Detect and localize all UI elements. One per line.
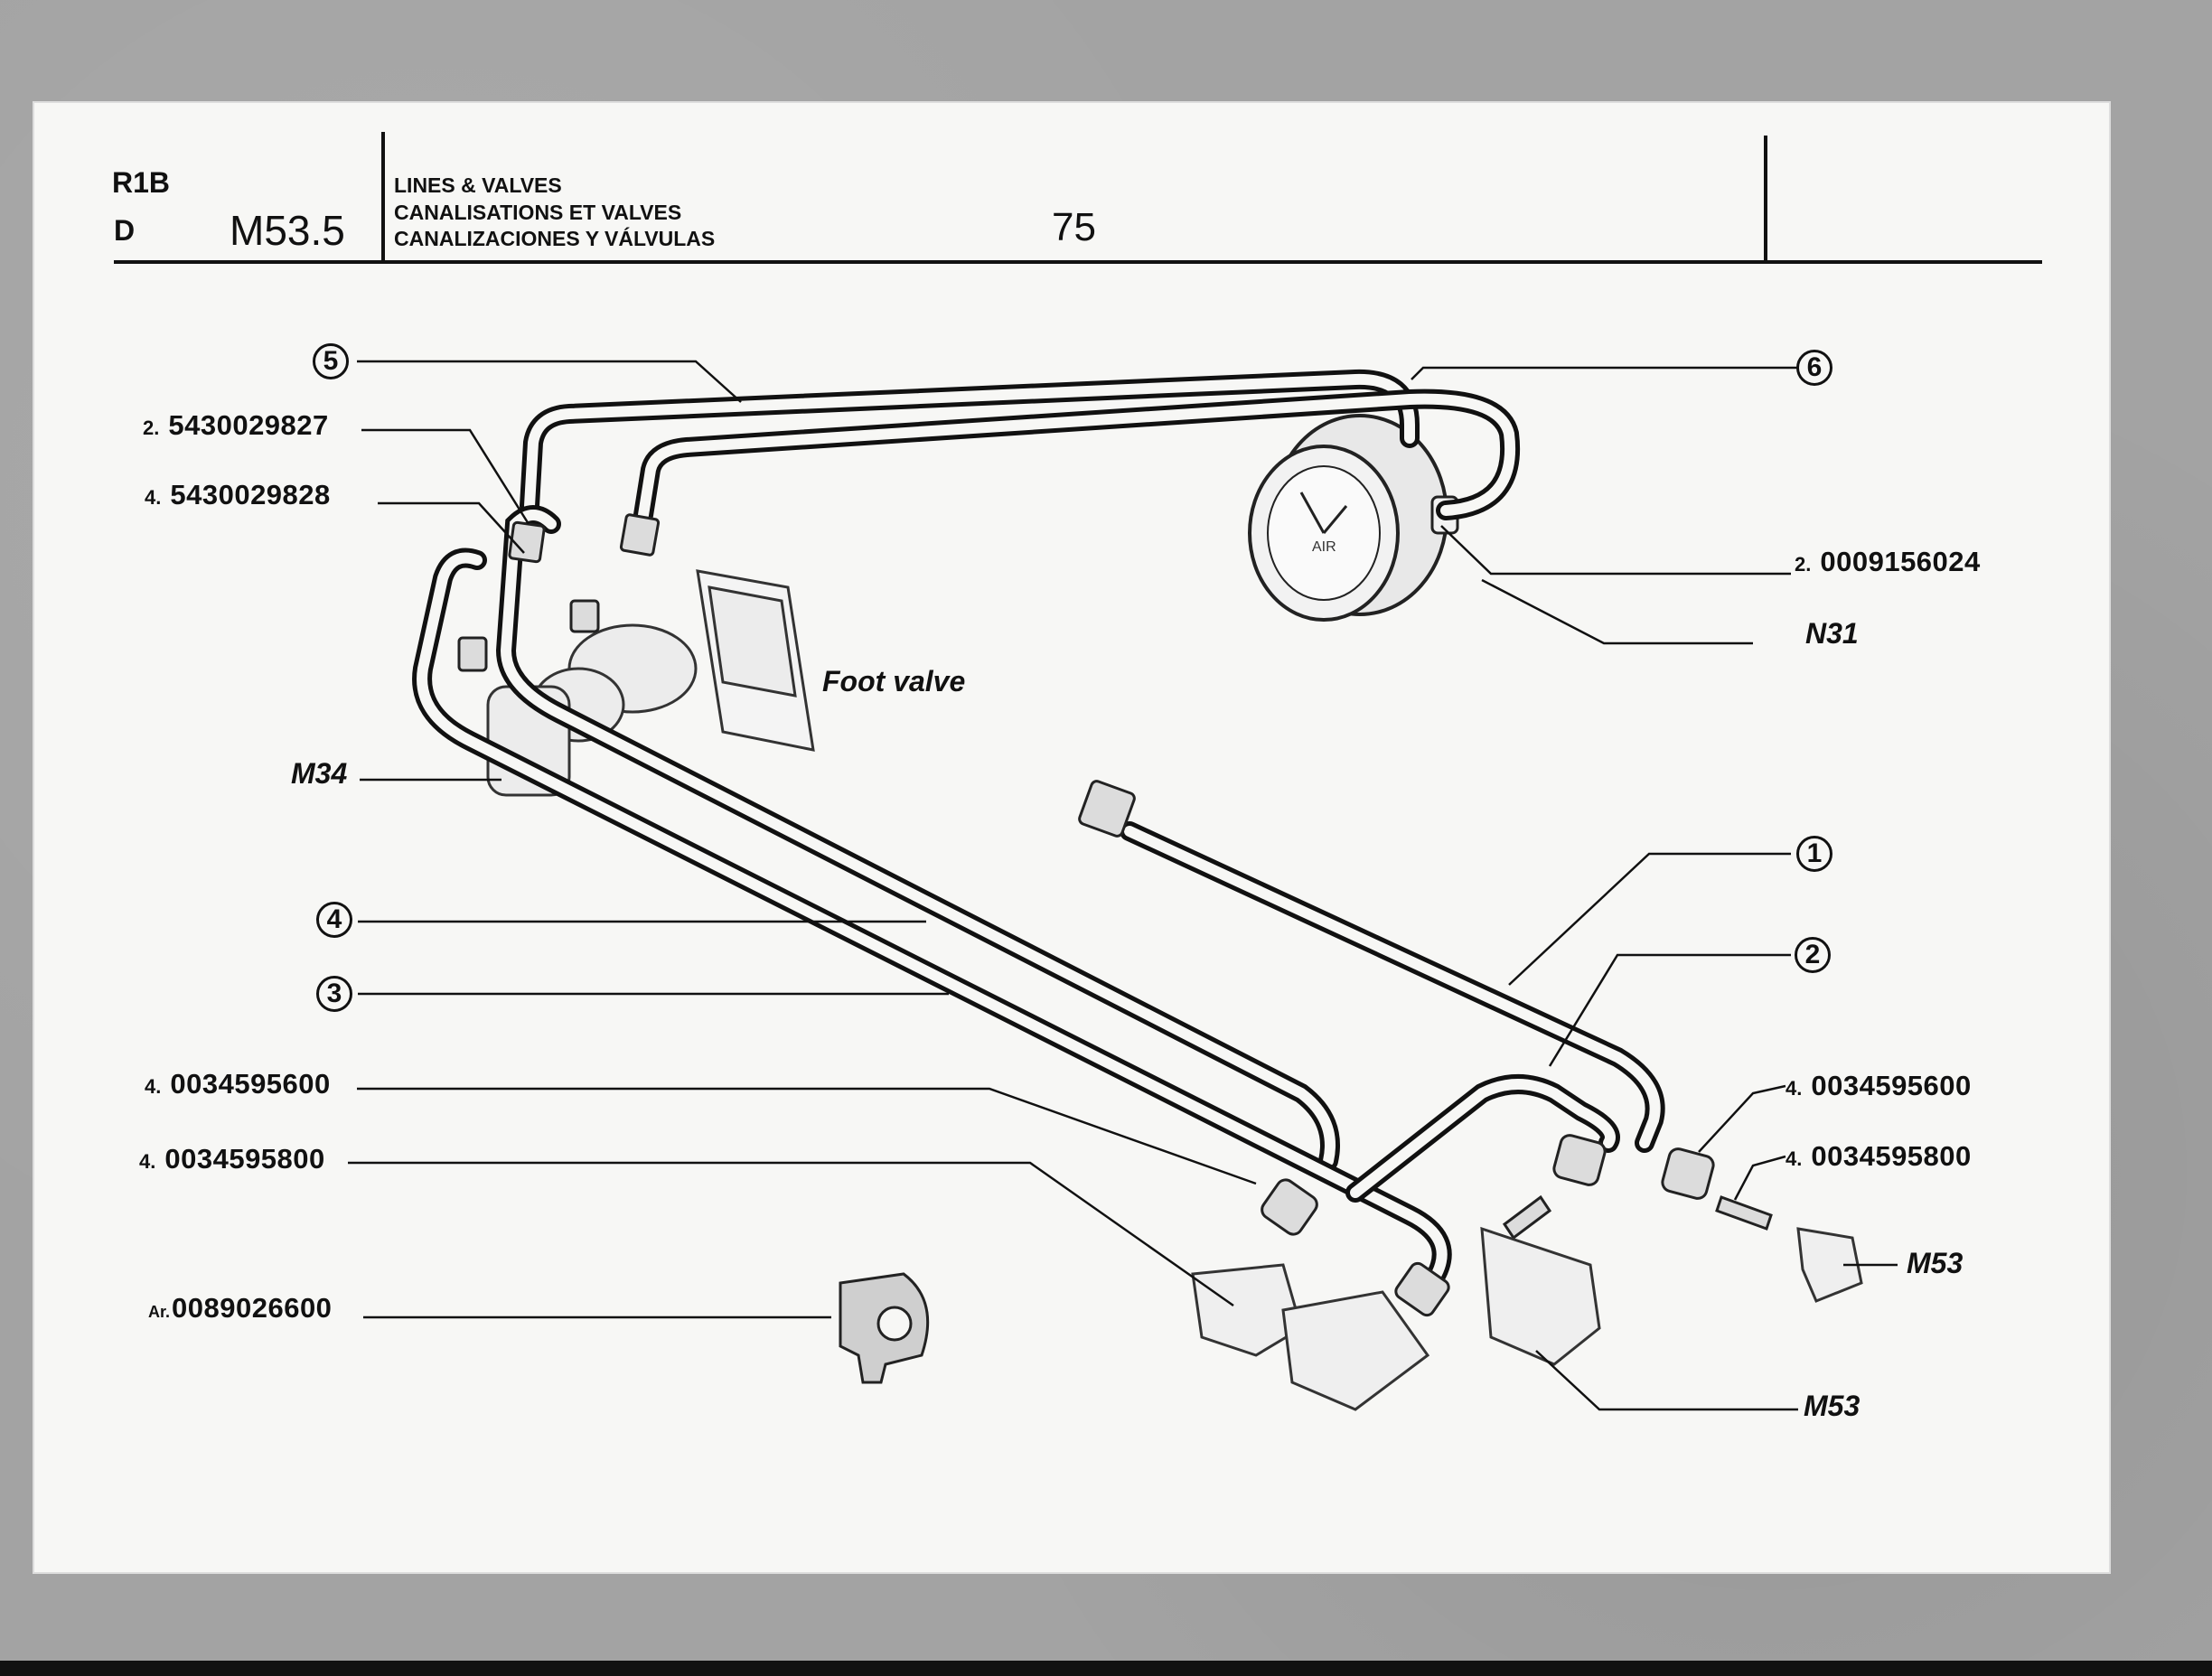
foot-valve-body <box>486 569 815 797</box>
part-number: 5430029828 <box>170 479 331 510</box>
reference-n31: N31 <box>1805 617 1859 650</box>
part-number: 0034595600 <box>170 1068 331 1100</box>
leader-lines <box>348 360 1898 1411</box>
part-qty: 2. <box>1795 553 1812 576</box>
model-code: R1B <box>112 166 171 199</box>
part-label: 4. 0034595800 <box>139 1143 325 1175</box>
part-label: 4. 5430029828 <box>145 479 331 511</box>
part-qty: 2. <box>143 417 160 439</box>
callout-5: 5 <box>313 343 349 379</box>
tube-lines <box>412 369 1665 1284</box>
title-spanish: CANALIZACIONES Y VÁLVULAS <box>394 227 716 250</box>
part-label: 2. 0009156024 <box>1795 546 1981 578</box>
part-qty: 4. <box>1786 1077 1803 1100</box>
reference-m53-small: M53 <box>1907 1247 1964 1279</box>
fittings <box>457 513 1773 1317</box>
model-variant: D <box>114 214 136 247</box>
section-code: M53.5 <box>230 207 345 254</box>
page-number: 75 <box>1052 205 1096 249</box>
callout-1: 1 <box>1796 836 1832 872</box>
part-number: 0034595800 <box>1811 1140 1972 1172</box>
part-qty: Ar. <box>148 1303 171 1321</box>
part-number: 0034595600 <box>1811 1070 1972 1101</box>
part-qty: 4. <box>139 1150 156 1173</box>
pressure-gauge: AIR <box>1248 414 1459 622</box>
reference-m53: M53 <box>1804 1390 1861 1422</box>
part-qty: 4. <box>145 1075 162 1098</box>
valve-block-m53 <box>1191 1226 1863 1411</box>
part-label: Ar.0089026600 <box>148 1292 332 1325</box>
foot-valve-label: Foot valve <box>822 665 966 698</box>
part-number: 5430029827 <box>168 409 329 441</box>
part-number: 0034595800 <box>164 1143 325 1175</box>
hose-clamp <box>839 1272 930 1384</box>
title-english: LINES & VALVES <box>394 173 562 197</box>
callout-6: 6 <box>1796 350 1832 386</box>
catalog-page <box>33 101 2111 1574</box>
callout-2: 2 <box>1795 937 1831 973</box>
part-qty: 4. <box>145 486 162 509</box>
part-number: 0089026600 <box>172 1292 333 1324</box>
part-number: 0009156024 <box>1820 546 1981 577</box>
part-label: 4. 0034595600 <box>1786 1070 1972 1102</box>
scan-bottom-border <box>0 1661 2212 1676</box>
title-french: CANALISATIONS ET VALVES <box>394 201 682 224</box>
part-label: 2. 5430029827 <box>143 409 329 442</box>
part-qty: 4. <box>1786 1147 1803 1170</box>
reference-m34: M34 <box>291 757 348 790</box>
part-label: 4. 0034595600 <box>145 1068 331 1100</box>
callout-4: 4 <box>316 902 352 938</box>
part-label: 4. 0034595800 <box>1786 1140 1972 1173</box>
svg-text:AIR: AIR <box>1312 539 1336 555</box>
callout-3: 3 <box>316 976 352 1012</box>
